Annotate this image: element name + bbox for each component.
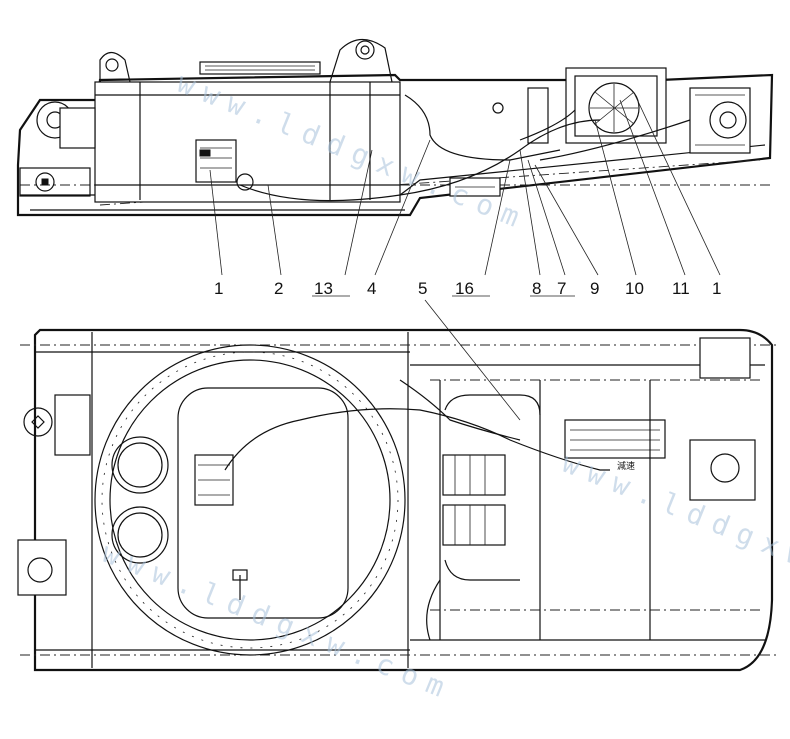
callout-1b: 1 (712, 279, 721, 298)
watermark-text-2: www.lddgxw.com (97, 536, 458, 707)
callout-8: 8 (532, 279, 541, 298)
side-elevation-view (16, 38, 774, 217)
callout-5: 5 (418, 279, 427, 298)
callout-7: 7 (557, 279, 566, 298)
callout-11: 11 (672, 279, 690, 298)
callout-2: 2 (274, 279, 283, 298)
callout-9: 9 (590, 279, 599, 298)
callout-leaders (209, 94, 721, 421)
callout-4: 4 (367, 279, 376, 298)
callout-16: 16 (455, 279, 474, 298)
callout-10: 10 (625, 279, 644, 298)
callout-13: 13 (314, 279, 333, 298)
callout-1: 1 (214, 279, 223, 298)
gear-reducer-note: 減速 (617, 460, 635, 472)
callout-labels: 1 2 13 4 5 16 8 7 9 10 11 1 (214, 279, 721, 298)
plan-view (17, 328, 780, 672)
